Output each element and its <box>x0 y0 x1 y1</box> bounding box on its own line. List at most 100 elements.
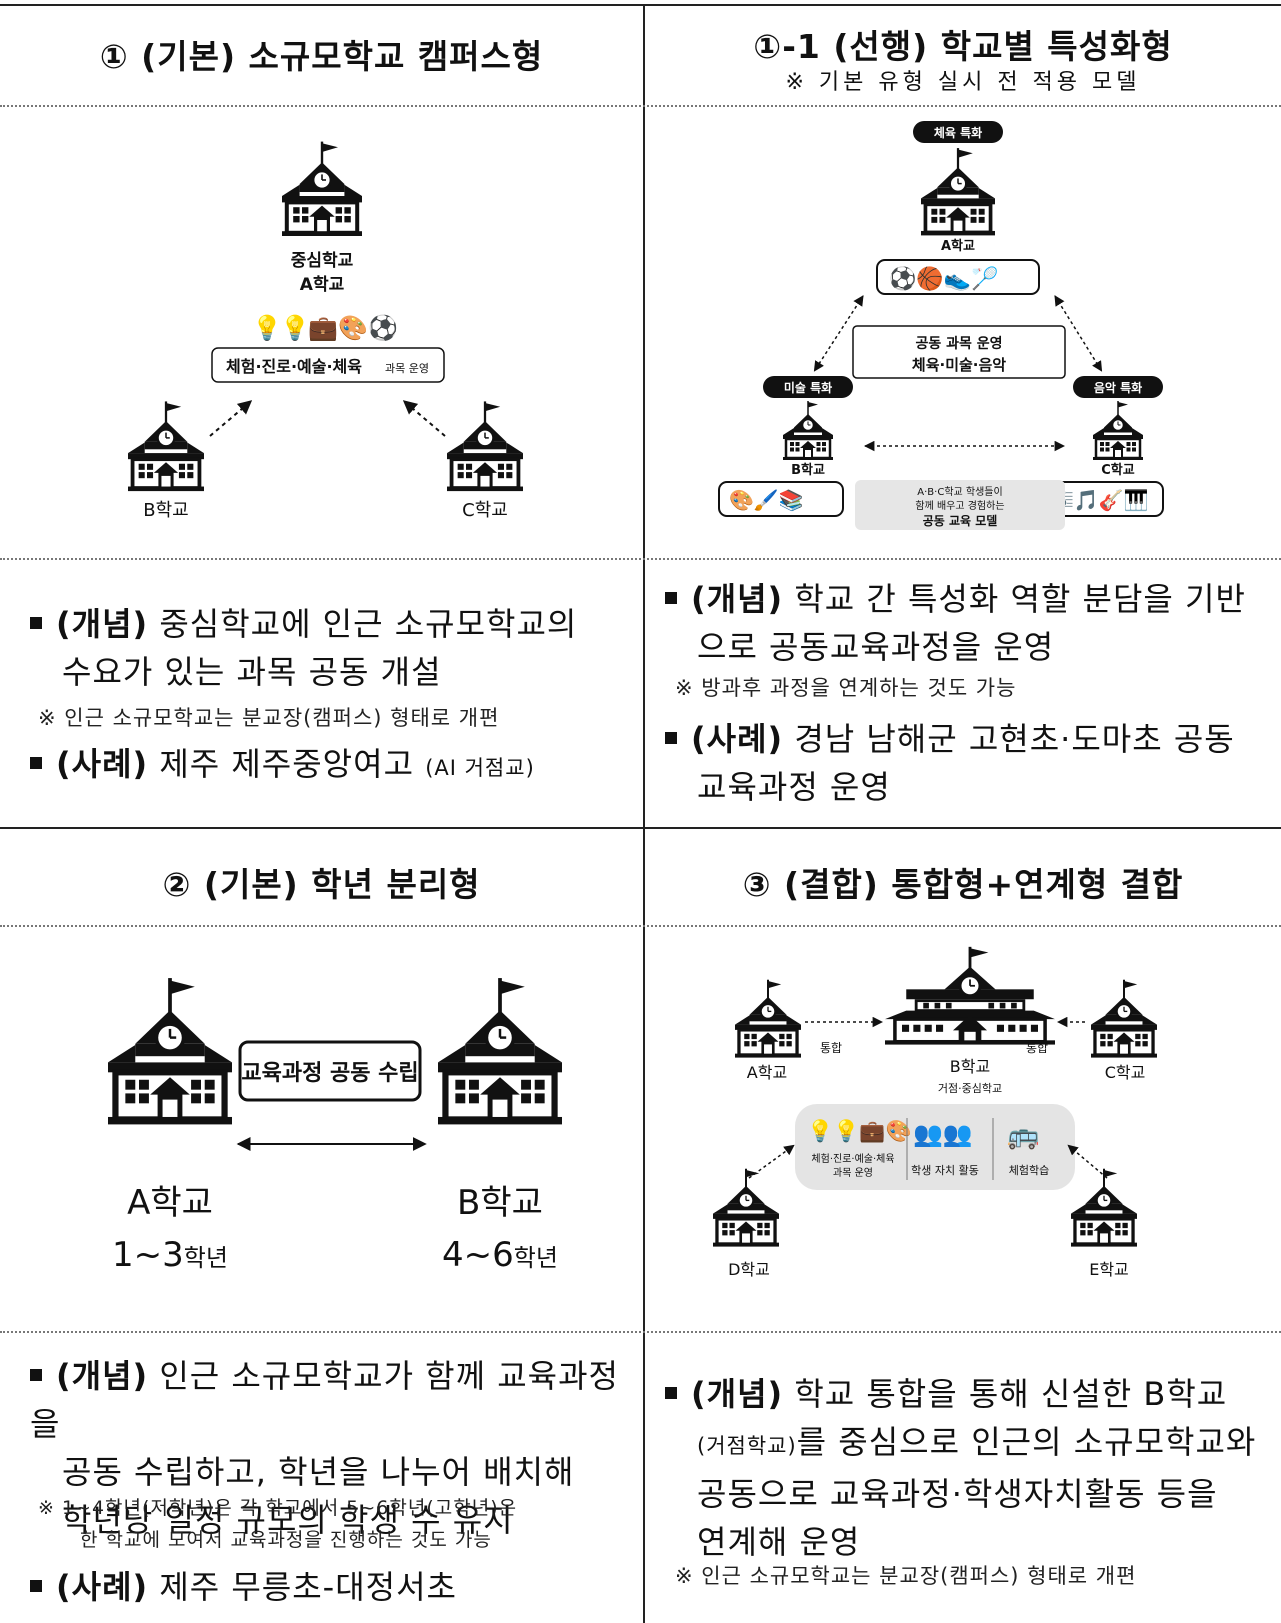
q1-left-school: B학교 <box>143 500 188 521</box>
q3-merge-right: 통합 <box>1026 1041 1048 1055</box>
top-badge <box>913 121 1003 143</box>
concept-tag: (개념) <box>691 580 784 618</box>
arrow <box>402 400 446 437</box>
q1-note: ※ 인근 소규모학교는 분교장(캠퍼스) 형태로 개편 <box>38 706 500 730</box>
q2-left-grade: 1~3학년 <box>112 1235 228 1275</box>
divider <box>0 105 1281 107</box>
section-divider <box>0 827 1281 829</box>
center-school-icon <box>282 142 362 236</box>
school-a-icon <box>921 146 995 236</box>
caption-box <box>855 480 1065 530</box>
lightbulb-icon: 💡 <box>252 314 282 342</box>
q3-act2: 학생 자치 활동 <box>911 1163 979 1177</box>
activity-icons: 💡💡💼🎨 <box>807 1118 912 1143</box>
q3-school-b: B학교 <box>950 1057 990 1076</box>
case-line: 교육과정 운영 <box>697 768 891 806</box>
bullet-icon <box>665 1387 677 1399</box>
q3-act1-line2: 과목 운영 <box>833 1167 873 1179</box>
palette-icon: 🎨 <box>338 313 368 342</box>
music-icons: 🎼🎵🎸🎹 <box>1049 488 1149 512</box>
note-line: ※ 1~4학년(저학년)은 각 학교에서 5~6학년(고학년)은 <box>38 1497 518 1519</box>
case-text: 제주 제주중앙여고 <box>159 745 415 783</box>
arrow <box>1054 295 1103 372</box>
q3-school-d: D학교 <box>728 1260 770 1279</box>
divider <box>0 558 1281 560</box>
case-tag: (사례) <box>56 745 149 783</box>
students-icon: 👥👥 <box>913 1120 973 1148</box>
concept-line: 중심학교에 인근 소규모학교의 <box>159 605 578 643</box>
bullet-icon <box>665 592 677 604</box>
soccer-ball-icon: ⚽ <box>367 314 398 342</box>
q2-left-school: A학교 <box>127 1183 213 1223</box>
bullet-icon <box>30 1580 42 1592</box>
grade-unit: 학년 <box>184 1244 228 1272</box>
q1b-caption-3: 공동 교육 모델 <box>923 513 998 528</box>
q1b-note: ※ 방과후 과정을 연계하는 것도 가능 <box>675 676 1017 700</box>
q1b-top-badge: 체육 특화 <box>934 125 982 140</box>
arrow <box>813 295 864 372</box>
q2-right-school: B학교 <box>457 1183 543 1223</box>
q1b-concept: (개념) 학교 간 특성화 역할 분담을 기반 으로 공동교육과정을 운영 <box>665 575 1277 671</box>
school-d-icon <box>713 1166 779 1249</box>
q3-diagram: 통합 통합 A학교 C학교 B학교 거점·중심학교 💡💡💼🎨 체험·진로·예술·… <box>713 945 1157 1279</box>
q2-right-grade: 4~6학년 <box>442 1235 558 1275</box>
q1b-left-badge: 미술 특화 <box>784 380 832 395</box>
q1-concept: (개념) 중심학교에 인근 소규모학교의 수요가 있는 과목 공동 개설 <box>30 600 630 696</box>
q3-school-c: C학교 <box>1105 1063 1146 1082</box>
q2-case: (사례) 제주 무릉초-대정서초 <box>30 1563 457 1611</box>
q1b-diagram: 체육 특화 A학교 ⚽🏀👟🏸 공동 과목 운영 체육·미술·음악 미술 특화 음… <box>718 121 1164 530</box>
divider <box>0 925 1281 927</box>
grade-num: 4~6 <box>442 1235 514 1275</box>
q3-title: ③ (결합) 통합형+연계형 결합 <box>742 865 1184 904</box>
center-divider <box>643 6 645 1623</box>
bullet-icon <box>30 1369 42 1381</box>
q2-title: ② (기본) 학년 분리형 <box>162 865 481 904</box>
bullet-icon <box>30 617 42 629</box>
art-items-box <box>718 481 844 517</box>
q1b-center-box-1: 공동 과목 운영 <box>915 335 1002 352</box>
concept-line: 연계해 운영 <box>697 1523 861 1561</box>
q1b-case: (사례) 경남 남해군 고현초·도마초 공동 교육과정 운영 <box>665 715 1277 811</box>
note-line: 한 학교에 모여서 교육과정을 진행하는 것도 가능 <box>80 1529 492 1551</box>
common-curriculum-box <box>238 1040 422 1102</box>
q1-subjects-box <box>211 347 445 383</box>
concept-line: 으로 공동교육과정을 운영 <box>697 628 1055 666</box>
case-text: 제주 무릉초-대정서초 <box>159 1568 457 1606</box>
concept-line: 인근 소규모학교가 함께 교육과정을 <box>30 1357 619 1443</box>
q1b-subtitle: ※ 기본 유형 실시 전 적용 모델 <box>785 70 1141 95</box>
case-tag: (사례) <box>691 720 784 758</box>
q1b-right-badge: 음악 특화 <box>1094 380 1142 395</box>
top-border <box>0 4 1281 6</box>
sports-equipment-icons: ⚽🏀👟🏸 <box>888 264 999 293</box>
q2-diagram: 교육과정 공동 수립 A학교 B학교 1~3학년 4~6학년 <box>0 930 643 1275</box>
concept-line: 공동으로 교육과정·학생자치활동 등을 <box>697 1475 1218 1513</box>
concept-line: 를 중심으로 인근의 소규모학교와 <box>796 1423 1257 1461</box>
concept-tag: (개념) <box>691 1375 784 1413</box>
q3-act1-line1: 체험·진로·예술·체육 <box>811 1153 894 1165</box>
q1-subjects-suffix: 과목 운영 <box>385 362 429 375</box>
concept-line: 학교 간 특성화 역할 분담을 기반 <box>794 580 1246 618</box>
q1-case: (사례) 제주 제주중앙여고 (AI 거점교) <box>30 740 535 792</box>
arrow <box>1067 1144 1108 1179</box>
school-b-icon <box>885 945 1055 1045</box>
case-small: (AI 거점교) <box>425 756 535 780</box>
case-tag: (사례) <box>56 1568 149 1606</box>
q3-note: ※ 인근 소규모학교는 분교장(캠퍼스) 형태로 개편 <box>675 1564 1137 1588</box>
q3-act3: 체험학습 <box>1009 1164 1049 1177</box>
concept-line: 학교 통합을 통해 신설한 B학교 <box>794 1375 1228 1413</box>
q1-center-label-2: A학교 <box>300 275 345 295</box>
school-b-icon <box>781 400 835 460</box>
bullet-icon <box>665 732 677 744</box>
q3-concept: (개념) 학교 통합을 통해 신설한 B학교 (거점학교)를 중심으로 인근의 … <box>665 1370 1277 1566</box>
left-school-icon <box>128 399 204 493</box>
grade-num: 1~3 <box>112 1235 184 1275</box>
q1b-right-school: C학교 <box>1101 462 1135 478</box>
case-line: 경남 남해군 고현초·도마초 공동 <box>794 720 1235 758</box>
arrow <box>748 1144 795 1179</box>
q1b-left-school: B학교 <box>791 462 825 478</box>
bullet-icon <box>30 757 42 769</box>
concept-line: 학년당 일정 규모의 학생 수 유지 <box>62 1501 514 1539</box>
q2-center-box: 교육과정 공동 수립 <box>241 1061 418 1086</box>
q1b-top-school: A학교 <box>941 238 975 254</box>
